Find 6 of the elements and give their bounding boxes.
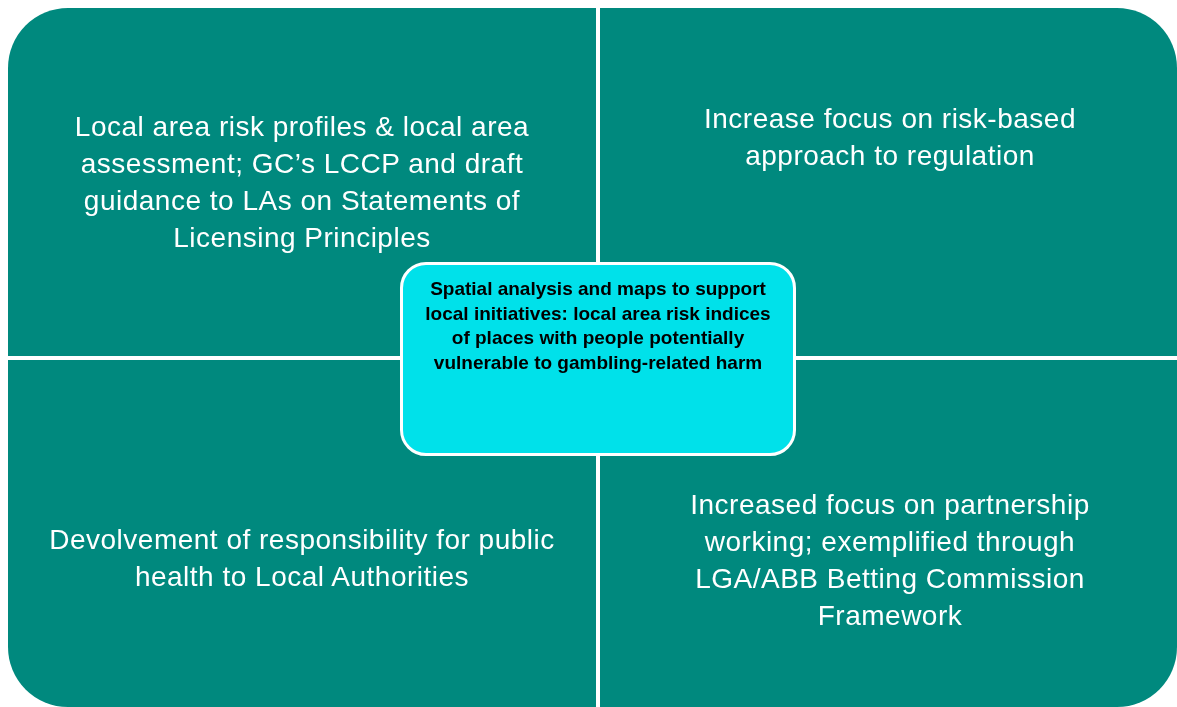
- panel-text: Devolvement of responsibility for public health to Local Authorities: [48, 523, 556, 594]
- panel-text: Increase focus on risk-based approach to regulation: [703, 102, 1077, 173]
- center-box: [400, 262, 796, 456]
- center-text: Spatial analysis and maps to support local initiatives: local area risk indices of places with people potentially vulnerable to gambling-related harm: [424, 277, 772, 375]
- panel-text: Increased focus on partnership working; exemplified through LGA/ABB Betting Commission Framework: [689, 488, 1091, 633]
- panel-text: Local area risk profiles & local area assessment; GC’s LCCP and draft guidance to LAs on Statements of Licensing Principles: [73, 110, 531, 255]
